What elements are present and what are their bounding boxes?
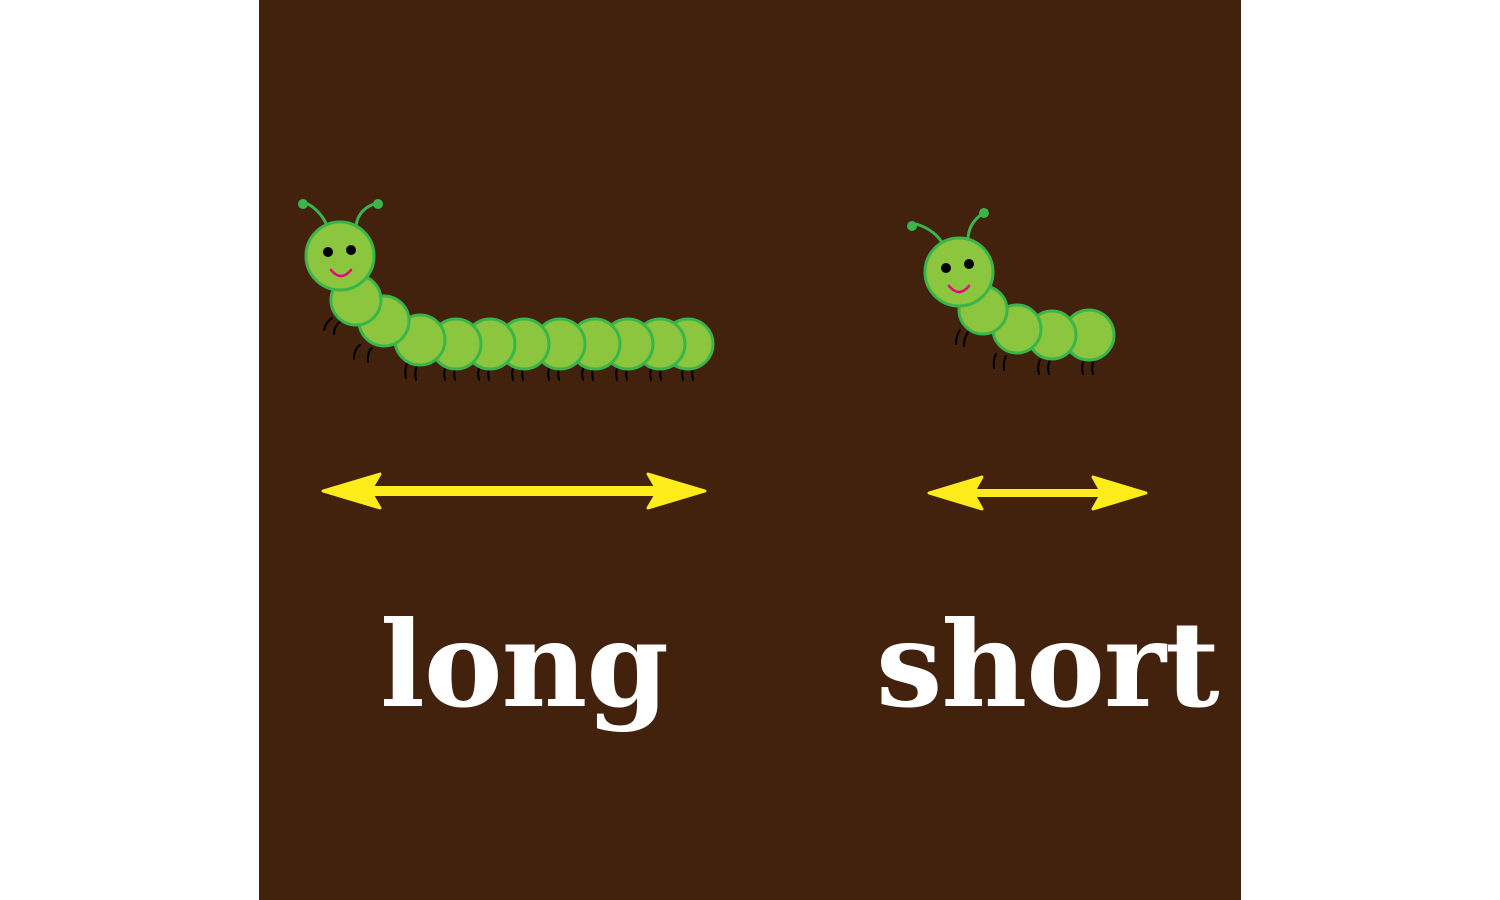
label-short: short [876,595,1220,734]
short-caterpillar-segments [957,284,1116,362]
eye-icon [941,263,951,273]
long-double-arrow-icon [321,472,707,510]
short-double-arrow-icon [927,475,1148,511]
background-panel [259,0,1241,900]
smile-icon [329,268,353,278]
long-caterpillar [298,199,715,381]
short-caterpillar [907,208,1116,375]
smile-icon [947,284,971,294]
label-long: long [380,595,669,734]
short-caterpillar-head [907,208,995,308]
eye-icon [323,247,333,257]
eye-icon [346,245,356,255]
eye-icon [964,259,974,269]
long-caterpillar-segments [329,273,715,371]
short-caterpillar-legs [955,329,1095,375]
long-caterpillar-head [298,199,383,292]
